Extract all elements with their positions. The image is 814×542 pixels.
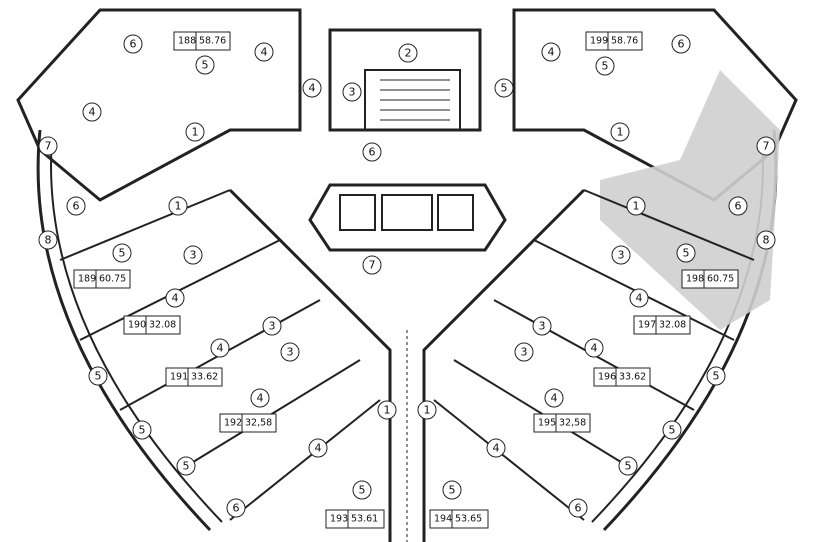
- apt-198-label: 198 60.75: [681, 269, 739, 289]
- svg-text:193: 193: [330, 514, 348, 525]
- svg-text:4: 4: [548, 46, 555, 59]
- svg-text:5: 5: [602, 60, 609, 73]
- svg-text:32.08: 32.08: [149, 320, 176, 331]
- svg-text:4: 4: [551, 392, 558, 405]
- svg-text:4: 4: [636, 292, 643, 305]
- svg-text:1: 1: [617, 126, 624, 139]
- svg-text:4: 4: [315, 442, 322, 455]
- svg-text:6: 6: [678, 38, 685, 51]
- svg-text:5: 5: [449, 484, 456, 497]
- svg-text:6: 6: [369, 146, 376, 159]
- svg-text:5: 5: [95, 370, 102, 383]
- svg-text:4: 4: [89, 106, 96, 119]
- svg-text:192: 192: [224, 418, 242, 429]
- svg-text:5: 5: [183, 460, 190, 473]
- apt-188-label: 188 58.76: [173, 31, 231, 51]
- svg-text:8: 8: [45, 234, 52, 247]
- svg-text:3: 3: [539, 320, 546, 333]
- svg-text:58.76: 58.76: [199, 36, 226, 47]
- svg-text:1: 1: [192, 126, 199, 139]
- svg-text:53.65: 53.65: [455, 514, 482, 525]
- svg-text:3: 3: [521, 346, 528, 359]
- svg-text:8: 8: [763, 234, 770, 247]
- highlighted-apartment: [600, 70, 780, 330]
- svg-text:188: 188: [178, 36, 196, 47]
- elevator-block: [308, 183, 507, 252]
- svg-text:198: 198: [686, 274, 704, 285]
- svg-text:4: 4: [217, 342, 224, 355]
- svg-text:6: 6: [735, 200, 742, 213]
- svg-text:3: 3: [190, 249, 197, 262]
- svg-text:7: 7: [763, 140, 770, 153]
- apt-195-label: 195 32,58: [533, 413, 591, 433]
- apt-189-label: 189 60.75: [73, 269, 131, 289]
- stair-block: [364, 69, 461, 131]
- svg-text:5: 5: [669, 424, 676, 437]
- apt-194-label: 194 53.65: [429, 509, 489, 529]
- svg-text:4: 4: [261, 46, 268, 59]
- svg-text:5: 5: [139, 424, 146, 437]
- svg-text:5: 5: [501, 82, 508, 95]
- outer-facade: [36, 129, 212, 532]
- svg-text:6: 6: [130, 38, 137, 51]
- svg-text:1: 1: [424, 404, 431, 417]
- svg-text:196: 196: [598, 372, 616, 383]
- svg-text:7: 7: [369, 259, 376, 272]
- svg-text:33.62: 33.62: [191, 372, 218, 383]
- svg-text:3: 3: [287, 346, 294, 359]
- svg-text:3: 3: [618, 249, 625, 262]
- apt-191-label: 191 33.62: [165, 367, 223, 387]
- svg-text:6: 6: [73, 200, 80, 213]
- svg-text:1: 1: [175, 200, 182, 213]
- svg-text:60.75: 60.75: [707, 274, 734, 285]
- svg-text:58.76: 58.76: [611, 36, 638, 47]
- svg-text:5: 5: [359, 484, 366, 497]
- svg-text:189: 189: [78, 274, 96, 285]
- apt-193-label: 193 53.61: [325, 509, 385, 529]
- svg-text:5: 5: [713, 370, 720, 383]
- svg-text:5: 5: [683, 247, 690, 260]
- svg-text:190: 190: [128, 320, 146, 331]
- svg-text:4: 4: [493, 442, 500, 455]
- room-circles: 2 3 6 7 4 5 6 5 4 4 1 7 6 1 8 5 3 4 3 4 …: [38, 34, 776, 518]
- svg-text:60.75: 60.75: [99, 274, 126, 285]
- svg-text:197: 197: [638, 320, 656, 331]
- svg-text:6: 6: [233, 502, 240, 515]
- apt-197-label: 197 32.08: [633, 315, 691, 335]
- svg-text:5: 5: [119, 247, 126, 260]
- top-left-wing: [16, 8, 302, 202]
- svg-text:4: 4: [591, 342, 598, 355]
- svg-text:3: 3: [349, 86, 356, 99]
- apartment-labels: 188 58.76 199 58.76 189 60.75 198 60.75 …: [73, 31, 739, 529]
- svg-text:194: 194: [434, 514, 452, 525]
- apt-199-label: 199 58.76: [585, 31, 643, 51]
- svg-text:32,58: 32,58: [245, 418, 272, 429]
- svg-text:191: 191: [170, 372, 188, 383]
- svg-text:32.08: 32.08: [659, 320, 686, 331]
- svg-text:1: 1: [384, 404, 391, 417]
- room-number: 2: [405, 47, 412, 60]
- svg-text:199: 199: [590, 36, 608, 47]
- svg-text:7: 7: [45, 140, 52, 153]
- apt-196-label: 196 33.62: [593, 367, 651, 387]
- svg-text:5: 5: [625, 460, 632, 473]
- inner-facade: [50, 137, 223, 523]
- svg-text:32,58: 32,58: [559, 418, 586, 429]
- apt-190-label: 190 32.08: [123, 315, 181, 335]
- svg-text:6: 6: [575, 502, 582, 515]
- svg-text:3: 3: [269, 320, 276, 333]
- svg-text:53.61: 53.61: [351, 514, 378, 525]
- svg-text:4: 4: [257, 392, 264, 405]
- svg-text:33.62: 33.62: [619, 372, 646, 383]
- svg-text:4: 4: [172, 292, 179, 305]
- apt-192-label: 192 32,58: [219, 413, 277, 433]
- svg-text:195: 195: [538, 418, 556, 429]
- svg-text:5: 5: [202, 59, 209, 72]
- svg-text:1: 1: [633, 200, 640, 213]
- svg-text:4: 4: [309, 82, 316, 95]
